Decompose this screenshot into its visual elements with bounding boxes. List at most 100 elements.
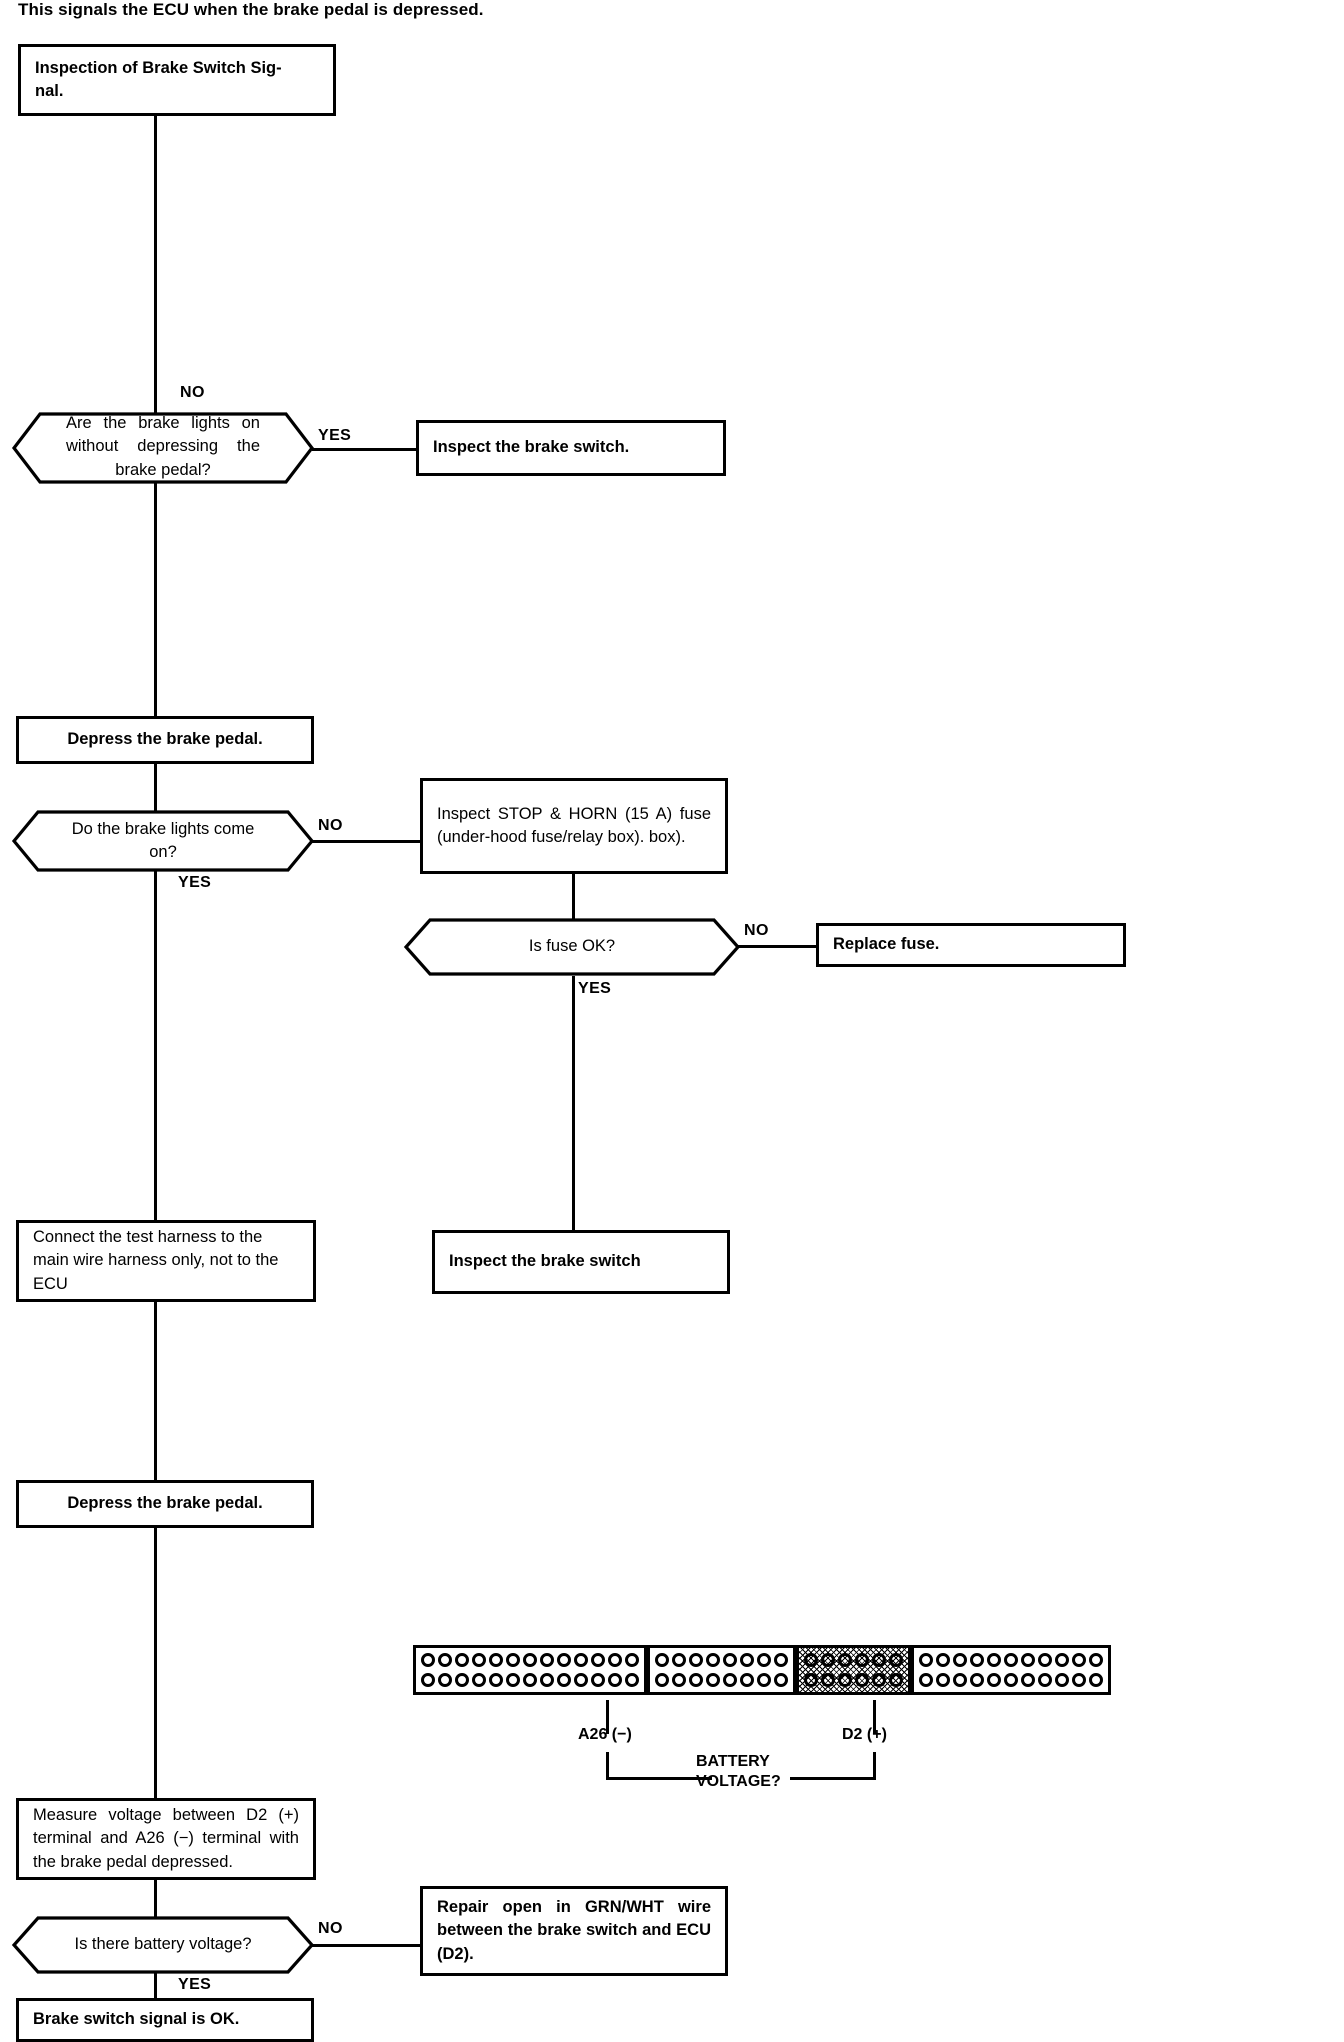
pin xyxy=(774,1673,788,1687)
pin xyxy=(889,1653,903,1667)
pin xyxy=(591,1673,605,1687)
bracket-right-arm xyxy=(790,1777,876,1780)
box-measure-voltage: Measure voltage between D2 (+) terminal … xyxy=(16,1798,316,1880)
box-replace-fuse-label: Replace fuse. xyxy=(833,935,940,954)
pin xyxy=(855,1673,869,1687)
connector-decision2-yes xyxy=(154,870,157,1222)
decision-is-fuse-ok: Is fuse OK? xyxy=(403,918,741,976)
pin xyxy=(855,1653,869,1667)
box-depress-brake-pedal-1-label: Depress the brake pedal. xyxy=(67,730,263,749)
connector-fusebox-to-decision3 xyxy=(572,874,575,920)
pin xyxy=(489,1673,503,1687)
pin xyxy=(1021,1653,1035,1667)
pin xyxy=(889,1673,903,1687)
pin xyxy=(1004,1673,1018,1687)
pin xyxy=(757,1673,771,1687)
pin xyxy=(838,1673,852,1687)
pin xyxy=(723,1673,737,1687)
pin xyxy=(557,1673,571,1687)
connector-harness-to-depress2 xyxy=(154,1302,157,1482)
pin xyxy=(1004,1653,1018,1667)
branch-label-yes-2: YES xyxy=(178,874,212,891)
pin xyxy=(523,1653,537,1667)
box-inspect-stop-horn-fuse: Inspect STOP & HORN (15 A) fuse (under-h… xyxy=(420,778,728,874)
pin xyxy=(523,1673,537,1687)
decision-3-label: Is fuse OK? xyxy=(528,937,616,956)
intro-text: This signals the ECU when the brake peda… xyxy=(18,0,484,19)
box-depress-brake-pedal-1: Depress the brake pedal. xyxy=(16,716,314,764)
pin xyxy=(1021,1673,1035,1687)
pin xyxy=(804,1673,818,1687)
start-box: Inspection of Brake Switch Sig- nal. xyxy=(18,44,336,116)
hexagon-shape xyxy=(11,412,315,484)
pin xyxy=(540,1653,554,1667)
pin xyxy=(608,1673,622,1687)
pin xyxy=(1072,1653,1086,1667)
box-repair-open-grn-wht-label: Repair open in GRN/WHT wire between the … xyxy=(437,1897,711,1963)
battery-voltage-line-1: BATTERY xyxy=(696,1753,770,1770)
pin xyxy=(953,1653,967,1667)
pin xyxy=(953,1673,967,1687)
pin xyxy=(970,1673,984,1687)
pin xyxy=(472,1653,486,1667)
ecu-connector-diagram xyxy=(413,1645,1111,1695)
pin-row-bottom xyxy=(804,1673,903,1687)
hexagon-shape xyxy=(403,918,741,976)
decision-2-label: Do the brake lights come on? xyxy=(71,819,255,861)
battery-voltage-line-2: VOLTAGE? xyxy=(696,1773,781,1790)
branch-label-yes-3: YES xyxy=(578,980,612,997)
pin xyxy=(987,1673,1001,1687)
pin xyxy=(1055,1673,1069,1687)
pin xyxy=(672,1653,686,1667)
pin xyxy=(689,1673,703,1687)
pin xyxy=(489,1653,503,1667)
connector-process1-to-decision2 xyxy=(154,764,157,812)
pin xyxy=(970,1653,984,1667)
terminal-label-a26: A26 (−) xyxy=(578,1726,632,1743)
pin xyxy=(936,1653,950,1667)
pin xyxy=(706,1673,720,1687)
decision-1-label: Are the brake lights on without depressi… xyxy=(66,414,260,479)
box-connect-test-harness: Connect the test harness to the main wir… xyxy=(16,1220,316,1302)
pin xyxy=(421,1653,435,1667)
connector-segment-c-shaded xyxy=(796,1645,911,1695)
box-depress-brake-pedal-2-label: Depress the brake pedal. xyxy=(67,1494,263,1513)
pin xyxy=(655,1653,669,1667)
pin xyxy=(574,1673,588,1687)
pin xyxy=(455,1653,469,1667)
connector-depress2-to-measure xyxy=(154,1528,157,1800)
pin xyxy=(455,1673,469,1687)
battery-voltage-annotation: BATTERY VOLTAGE? xyxy=(696,1752,781,1792)
connector-segment-b xyxy=(647,1645,796,1695)
box-depress-brake-pedal-2: Depress the brake pedal. xyxy=(16,1480,314,1528)
hexagon-shape xyxy=(11,810,315,872)
connector-segment-a xyxy=(413,1645,647,1695)
pin xyxy=(740,1653,754,1667)
pin xyxy=(804,1653,818,1667)
pin xyxy=(757,1653,771,1667)
pin-row-top xyxy=(655,1653,788,1667)
hexagon-shape xyxy=(11,1916,315,1974)
pin-row-top xyxy=(919,1653,1103,1667)
pin xyxy=(1038,1653,1052,1667)
branch-label-yes-1: YES xyxy=(318,427,352,444)
pin-a26 xyxy=(625,1673,639,1687)
connector-measure-to-decision4 xyxy=(154,1880,157,1918)
pin-row-top xyxy=(421,1653,639,1667)
connector-decision3-no xyxy=(736,945,820,948)
pin-row-bottom xyxy=(421,1673,639,1687)
pin xyxy=(987,1653,1001,1667)
pin xyxy=(1089,1673,1103,1687)
pin-row-top xyxy=(804,1653,903,1667)
box-replace-fuse: Replace fuse. xyxy=(816,923,1126,967)
connector-decision4-yes xyxy=(154,1972,157,2000)
connector-decision3-yes xyxy=(572,976,575,1232)
pin xyxy=(838,1653,852,1667)
branch-label-no-3: NO xyxy=(744,922,769,939)
pin xyxy=(540,1673,554,1687)
pin xyxy=(821,1653,835,1667)
connector-segment-d xyxy=(911,1645,1111,1695)
pin xyxy=(740,1673,754,1687)
pin xyxy=(872,1653,886,1667)
